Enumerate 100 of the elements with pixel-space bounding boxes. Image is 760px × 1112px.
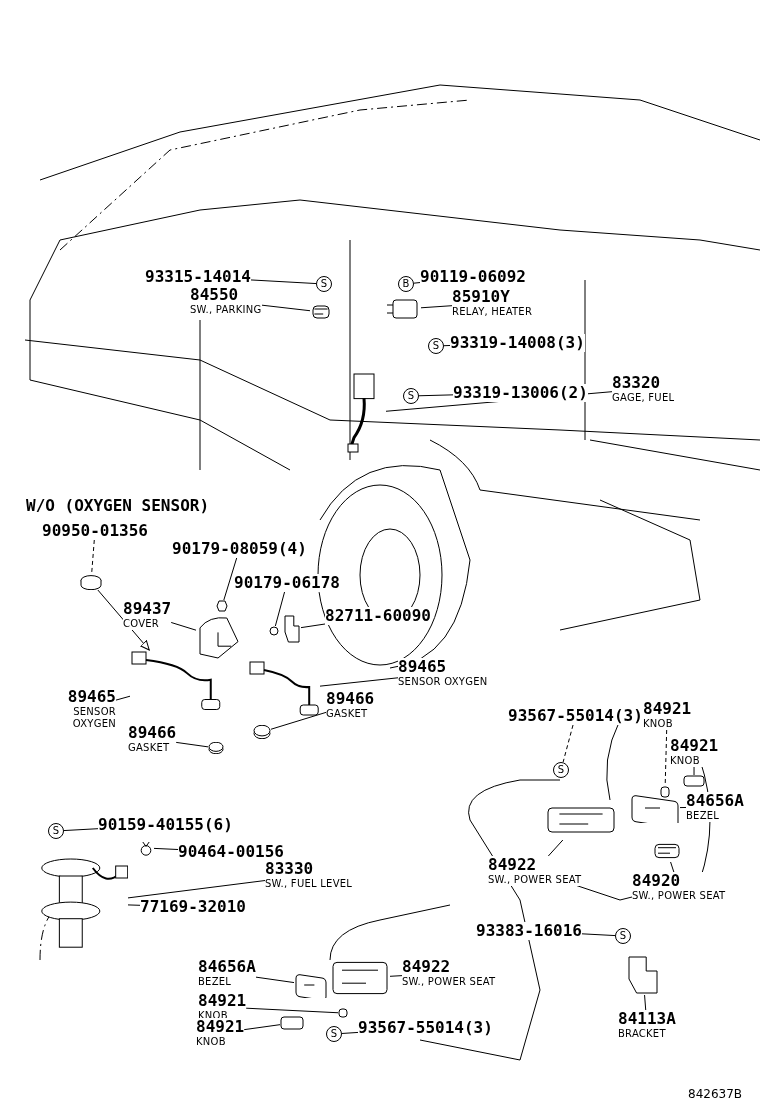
part-number: 93315-14014 (145, 268, 251, 286)
bracket-drawing (627, 955, 659, 995)
leader-line (250, 279, 317, 285)
part-name: KNOB (670, 755, 700, 767)
part-name: SENSOR OXYGEN (398, 676, 488, 688)
leader-line (153, 847, 179, 850)
part-name: GAGE, FUEL (612, 392, 675, 404)
part-name: BRACKET (618, 1028, 666, 1040)
part-number: 84921 (198, 992, 247, 1010)
part-number: 93319-13006(2) (453, 384, 588, 402)
part-number: 90179-08059(4) (172, 540, 307, 558)
part-name: BEZEL (686, 810, 720, 822)
part-name: BEZEL (198, 976, 232, 988)
fastener-symbol: S (615, 928, 631, 944)
part-number: 89437 (123, 600, 172, 618)
leader-line (300, 623, 326, 629)
fastener-symbol: S (428, 338, 444, 354)
leader-line (270, 711, 327, 730)
washer-drawing (269, 626, 279, 636)
bezel-drawing (630, 793, 680, 823)
plug-drawing (80, 574, 102, 590)
part-number: 90464-00156 (178, 843, 284, 861)
leader-line (679, 807, 687, 809)
part-name: SW., FUEL LEVEL (265, 878, 353, 890)
part-number: 93567-55014(3) (358, 1019, 493, 1037)
leader-line (670, 861, 675, 873)
part-number: 90159-40155(6) (98, 816, 233, 834)
leader-line (245, 1007, 339, 1014)
leader-line (243, 1024, 281, 1031)
fastener-symbol: S (48, 823, 64, 839)
part-number: 90950-01356 (42, 522, 148, 540)
leader-line (341, 1031, 359, 1034)
leader-line (127, 880, 266, 899)
part-name: SW., POWER SEAT (632, 890, 726, 902)
part-name: SW., POWER SEAT (402, 976, 496, 988)
leader-line (274, 591, 286, 627)
fastener-symbol: S (316, 276, 332, 292)
leader-line (223, 557, 238, 601)
fastener-symbol: S (553, 762, 569, 778)
leader-line (443, 345, 451, 347)
part-name: SENSOR OXYGEN (71, 706, 116, 730)
leader-line (418, 394, 454, 397)
leader-line (644, 994, 647, 1011)
nut-drawing (216, 600, 228, 612)
part-name: KNOB (196, 1036, 226, 1048)
part-number: 84922 (402, 958, 451, 976)
cover-drawing (196, 614, 240, 660)
part-number: 83330 (265, 860, 314, 878)
leader-line (581, 933, 616, 937)
leader-line (319, 677, 399, 687)
knob-drawing (338, 1008, 348, 1018)
leader-line (91, 539, 95, 575)
part-number: 84921 (196, 1018, 245, 1036)
knob-drawing (660, 786, 670, 798)
clip-drawing (138, 840, 154, 856)
part-number: 84656A (686, 792, 744, 810)
leader-line (547, 839, 564, 857)
part-number: 84656A (198, 958, 256, 976)
leader-line (175, 741, 209, 748)
leader-line (170, 621, 197, 631)
leader-line (261, 304, 311, 312)
fastener-symbol: B (398, 276, 414, 292)
leader-line (693, 766, 695, 776)
fastener-symbol: S (326, 1026, 342, 1042)
leader-line (127, 904, 141, 906)
leader-line (413, 282, 421, 284)
knob-drawing (683, 775, 705, 787)
part-number: 84922 (488, 856, 537, 874)
part-number: 89465 (398, 658, 447, 676)
part-number: 84113A (618, 1010, 676, 1028)
part-number: 85910Y (452, 288, 510, 306)
leader-line (63, 828, 99, 832)
pump-drawing (40, 856, 128, 951)
part-number: 83320 (612, 374, 661, 392)
part-number: 90179-06178 (234, 574, 340, 592)
part-number: W/O (OXYGEN SENSOR) (26, 497, 210, 515)
part-number: 90119-06092 (420, 268, 526, 286)
part-number: 93567-55014(3) (508, 707, 643, 725)
part-number: 84920 (632, 872, 681, 890)
part-number: 93319-14008(3) (450, 334, 585, 352)
part-name: SW., POWER SEAT (488, 874, 582, 886)
part-name: GASKET (326, 708, 368, 720)
part-number: 89466 (128, 724, 177, 742)
part-name: COVER (123, 618, 160, 630)
leader-line (115, 695, 131, 701)
part-name: RELAY, HEATER (452, 306, 533, 318)
leader-line (420, 305, 453, 309)
part-number: 89466 (326, 690, 375, 708)
part-name: GASKET (128, 742, 170, 754)
relay-drawing (385, 296, 421, 322)
gasket-drawing (253, 725, 271, 739)
leader-line (389, 975, 403, 977)
bracket-drawing (283, 614, 301, 644)
part-number: 89465 (67, 688, 116, 706)
part-name: KNOB (643, 718, 673, 730)
leader-line (255, 976, 295, 984)
part-number: 93383-16016 (476, 922, 582, 940)
fastener-symbol: S (403, 388, 419, 404)
gasket-drawing (208, 742, 224, 754)
part-number: 82711-60090 (325, 607, 431, 625)
